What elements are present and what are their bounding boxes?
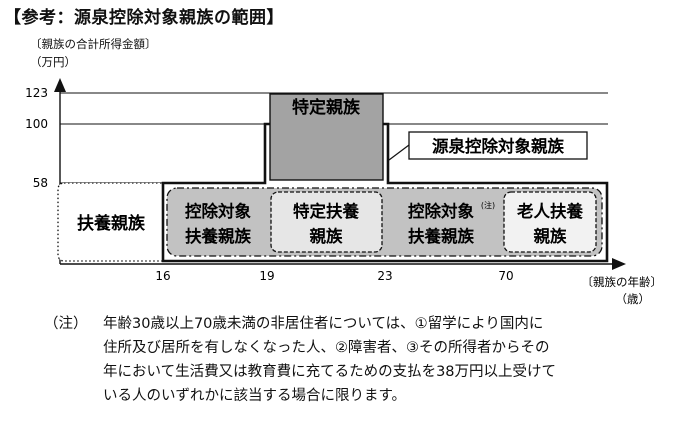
y-axis-label: 〔親族の合計所得金額〕 xyxy=(30,37,157,51)
tokutei-fuyo-box xyxy=(270,191,383,253)
footnote-mark: （注） xyxy=(44,316,88,332)
x-tick-23: 23 xyxy=(377,269,392,283)
y-tick-58: 58 xyxy=(33,176,48,190)
rojin-fuyo-box xyxy=(503,191,597,253)
fuyo-shinzoku-label: 扶養親族 xyxy=(77,213,146,234)
x-tick-70: 70 xyxy=(498,269,513,283)
y-tick-100: 100 xyxy=(25,117,48,131)
footnote-line: 住所及び居所を有しなくなった人、②障害者、③その所得者からその xyxy=(103,340,550,356)
deduction-diagram: 123 100 58 16 19 23 70 〔親族の年齢〕 （歳） 扶養親族 … xyxy=(25,78,663,306)
footnote-line: 年齢30歳以上70歳未満の非居住者については、①留学により国内に xyxy=(103,316,544,332)
y-axis-unit: （万円） xyxy=(30,55,76,69)
gensen-leader-line xyxy=(388,144,410,161)
footnote-text: 年齢30歳以上70歳未満の非居住者については、①留学により国内に 住所及び居所を… xyxy=(103,312,663,408)
tokutei-shinzoku-box xyxy=(269,93,384,181)
footnote-line: 年において生活費又は教育費に充てるための支払を38万円以上受けて xyxy=(103,364,557,380)
kojo-fuyo-line1: 控除対象 xyxy=(185,201,252,221)
tokutei-fuyo-line1: 特定扶養 xyxy=(293,201,360,221)
rojin-fuyo-line2: 親族 xyxy=(534,226,568,246)
page-title: 【参考：源泉控除対象親族の範囲】 xyxy=(4,8,284,28)
y-tick-123: 123 xyxy=(25,86,48,100)
tokutei-shinzoku-label: 特定親族 xyxy=(292,97,361,118)
kojo-fuyo-line2: 扶養親族 xyxy=(185,226,252,246)
tokutei-fuyo-line2: 親族 xyxy=(310,226,344,246)
x-axis-unit: （歳） xyxy=(616,292,651,306)
x-axis-arrow-icon xyxy=(612,258,626,270)
kojo-fuyo2-line1: 控除対象 xyxy=(408,201,475,221)
y-axis-arrow-icon xyxy=(54,78,66,92)
rojin-fuyo-line1: 老人扶養 xyxy=(516,201,584,221)
kojo-fuyo2-note-mark: (注) xyxy=(481,200,495,210)
x-axis-label: 〔親族の年齢〕 xyxy=(582,275,663,289)
gensen-label: 源泉控除対象親族 xyxy=(432,136,565,156)
gensen-label-box xyxy=(408,131,588,160)
x-tick-19: 19 xyxy=(259,269,274,283)
x-tick-16: 16 xyxy=(155,269,170,283)
footnote-line: いる人のいずれかに該当する場合に限ります。 xyxy=(103,388,407,404)
kojo-fuyo2-line2: 扶養親族 xyxy=(408,226,475,246)
